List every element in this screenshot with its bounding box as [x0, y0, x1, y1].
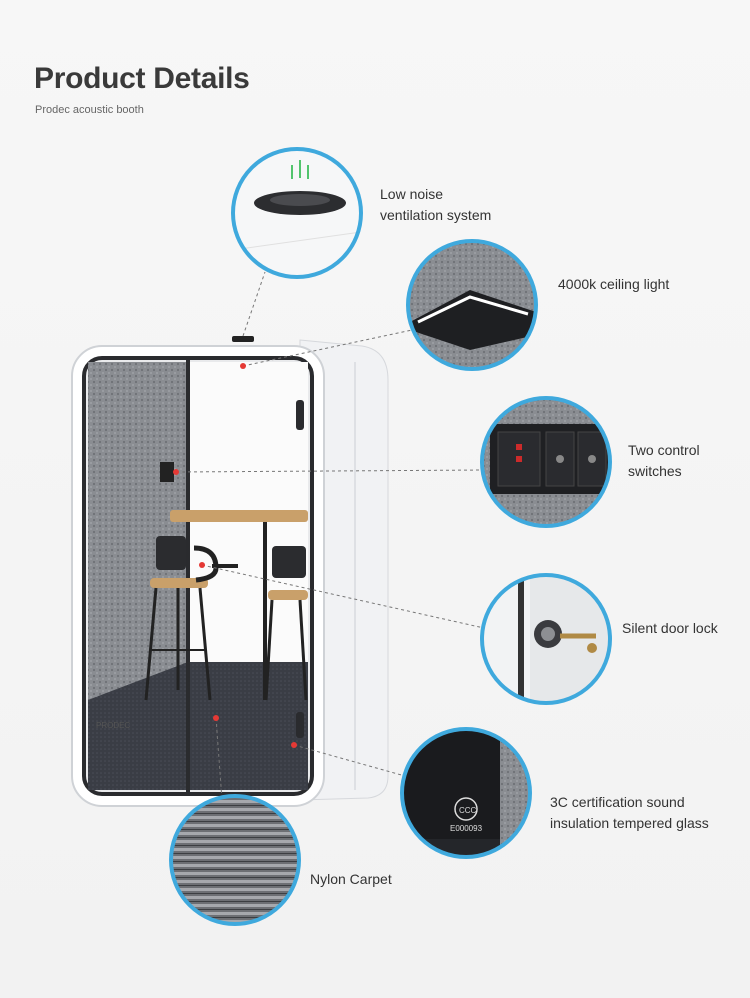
markers: [173, 363, 297, 748]
certificate-code: E000093: [450, 824, 483, 833]
callout-ceiling-light: [406, 239, 538, 371]
feature-label-control-switches: Two control switches: [628, 442, 700, 479]
callout-tempered-glass: CCC E000093: [400, 727, 532, 859]
feature-label-door-lock: Silent door lock: [622, 620, 718, 636]
callout-door-lock: [480, 573, 612, 705]
page-title: Product Details: [34, 62, 250, 95]
svg-text:PRODEC: PRODEC: [96, 721, 130, 730]
callout-ventilation: [231, 147, 363, 279]
feature-label-nylon-carpet: Nylon Carpet: [310, 871, 392, 887]
leader-lines: [175, 271, 485, 801]
svg-text:CCC: CCC: [459, 806, 477, 815]
callout-control-switches: [480, 396, 612, 528]
feature-label-tempered-glass: 3C certification sound insulation temper…: [550, 794, 709, 831]
booth: PRODEC: [71, 336, 389, 807]
feature-label-ventilation: Low noise ventilation system: [380, 186, 492, 223]
callout-nylon-carpet: [169, 794, 301, 926]
feature-label-ceiling-light: 4000k ceiling light: [558, 276, 670, 292]
page-subtitle: Prodec acoustic booth: [35, 104, 144, 116]
